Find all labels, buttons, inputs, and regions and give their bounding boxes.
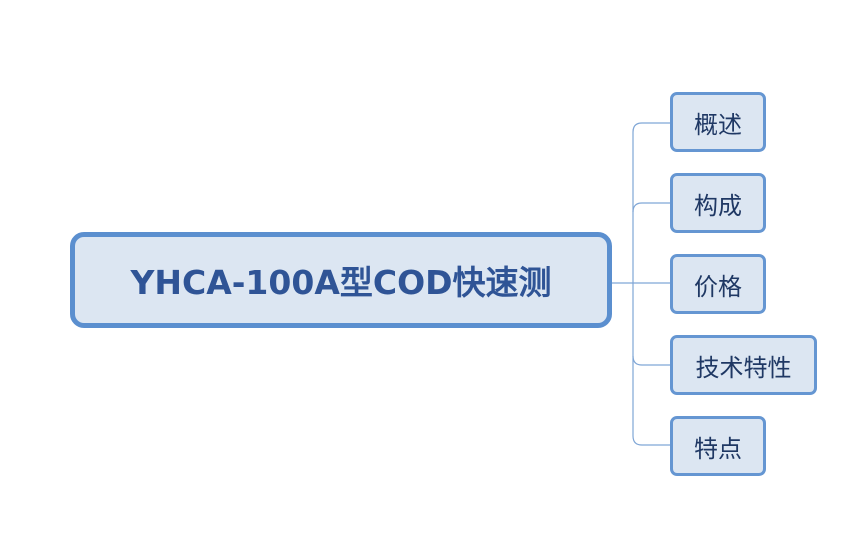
branch-spine [632,122,643,446]
child-topic-characteristics[interactable]: 特点 [670,416,766,476]
child-topic-label: 技术特性 [695,353,792,382]
child-topic-composition[interactable]: 构成 [670,173,766,233]
child-topic-label: 特点 [694,434,742,463]
child-topic-technical-features[interactable]: 技术特性 [670,335,817,395]
child-topic-price[interactable]: 价格 [670,254,766,314]
connector-child-4 [632,355,671,366]
child-topic-label: 价格 [694,272,742,301]
child-topic-label: 构成 [694,191,742,220]
child-topic-label: 概述 [694,110,742,139]
connector-child-2 [632,202,671,213]
child-topic-overview[interactable]: 概述 [670,92,766,152]
root-topic[interactable]: YHCA-100A型COD快速测 [70,232,612,328]
root-topic-label: YHCA-100A型COD快速测 [130,263,552,302]
